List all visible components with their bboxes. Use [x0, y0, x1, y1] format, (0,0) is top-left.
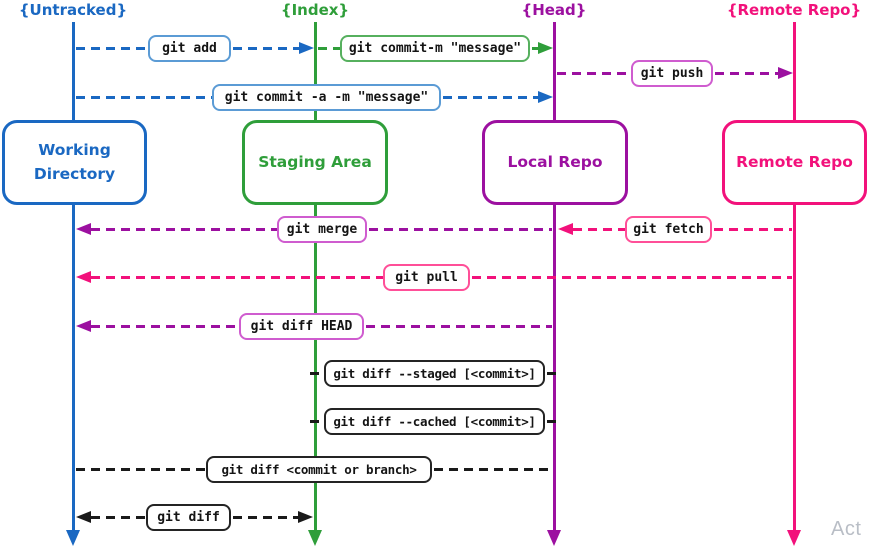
- dash-segment: [233, 47, 299, 50]
- arrowhead-left-icon: [76, 511, 91, 523]
- dash-segment: [310, 420, 326, 423]
- arrow-label-git-diff-staged: git diff --staged [<commit>]: [324, 360, 545, 387]
- dash-segment: [91, 516, 148, 519]
- dash-segment: [547, 372, 557, 375]
- dash-segment: [76, 468, 208, 471]
- lane-label-remote-repo: {Remote Repo}: [726, 1, 862, 19]
- dash-segment: [715, 72, 779, 75]
- arrow-label-git-diff-head: git diff HEAD: [239, 313, 364, 340]
- arrow-label-git-diff-commit: git diff <commit or branch>: [206, 456, 432, 483]
- dash-segment: [547, 420, 557, 423]
- dash-segment: [91, 325, 241, 328]
- dash-segment: [366, 325, 552, 328]
- arrow-label-git-fetch: git fetch: [625, 216, 712, 243]
- node-remote-repo: Remote Repo: [722, 120, 867, 205]
- dash-segment: [233, 516, 298, 519]
- arrow-label-git-add: git add: [148, 35, 231, 62]
- arrow-label-git-push: git push: [631, 60, 713, 87]
- dash-segment: [76, 96, 214, 99]
- lane-label-index: {Index}: [280, 1, 350, 19]
- arrow-label-git-diff-cached: git diff --cached [<commit>]: [324, 408, 545, 435]
- arrowhead-right-icon: [298, 511, 313, 523]
- node-local-repo: Local Repo: [482, 120, 628, 205]
- arrowhead-left-icon: [558, 223, 573, 235]
- arrowhead-left-icon: [76, 271, 91, 283]
- arrow-label-git-diff: git diff: [146, 504, 231, 531]
- lifeline-remote-repo: [793, 22, 796, 530]
- arrowhead-right-icon: [538, 42, 553, 54]
- lane-label-head: {Head}: [521, 1, 587, 19]
- watermark: Act: [831, 518, 862, 540]
- arrowhead-left-icon: [76, 223, 91, 235]
- dash-segment: [557, 72, 633, 75]
- arrowhead-left-icon: [76, 320, 91, 332]
- dash-segment: [318, 47, 342, 50]
- dash-segment: [443, 96, 539, 99]
- lifeline-untracked: [72, 22, 75, 530]
- lane-label-untracked: {Untracked}: [18, 1, 128, 19]
- dash-segment: [714, 228, 792, 231]
- dash-segment: [369, 228, 552, 231]
- dash-segment: [573, 228, 627, 231]
- arrow-label-git-pull: git pull: [383, 264, 470, 291]
- lifeline-end-arrow-icon: [66, 530, 80, 546]
- arrow-label-git-commit-a: git commit -a -m "message": [212, 84, 441, 111]
- dash-segment: [434, 468, 552, 471]
- dash-segment: [91, 276, 385, 279]
- dash-segment: [76, 47, 150, 50]
- lifeline-end-arrow-icon: [547, 530, 561, 546]
- dash-segment: [310, 372, 326, 375]
- dash-segment: [472, 276, 792, 279]
- dash-segment: [532, 47, 539, 50]
- arrowhead-right-icon: [538, 91, 553, 103]
- arrow-label-git-merge: git merge: [277, 216, 367, 243]
- arrowhead-right-icon: [778, 67, 793, 79]
- node-staging-area: Staging Area: [242, 120, 388, 205]
- dash-segment: [91, 228, 279, 231]
- arrowhead-right-icon: [299, 42, 314, 54]
- arrow-label-git-commit-m: git commit-m "message": [340, 35, 530, 62]
- node-working-directory: Working Directory: [2, 120, 147, 205]
- lifeline-end-arrow-icon: [787, 530, 801, 546]
- lifeline-end-arrow-icon: [308, 530, 322, 546]
